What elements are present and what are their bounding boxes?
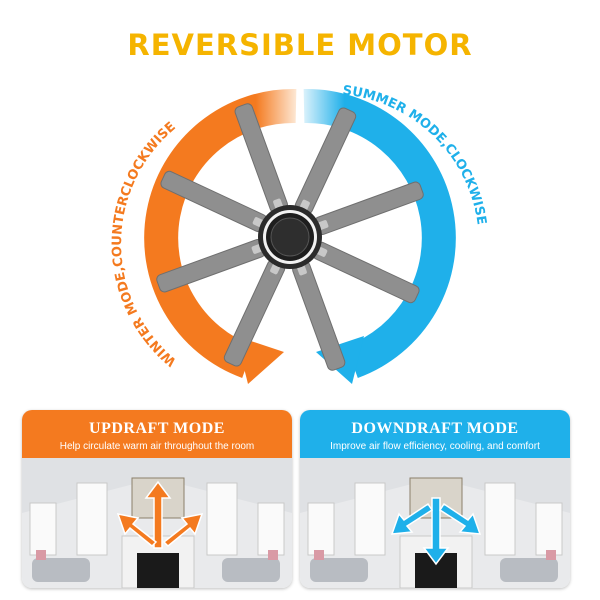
updraft-panel: UPDRAFT MODE Help circulate warm air thr… [22,410,292,588]
updraft-room-image [22,458,292,588]
downdraft-room-image [300,458,570,588]
updraft-arrows-icon [116,480,204,549]
downdraft-subtitle: Improve air flow efficiency, cooling, an… [330,441,540,452]
fan-diagram: WINTER MODE,COUNTERCLOCKWISE SUMMER MODE… [110,83,489,384]
fan-icon [156,103,424,371]
updraft-subtitle: Help circulate warm air throughout the r… [59,441,255,452]
downdraft-arrows-icon [390,497,482,566]
downdraft-title: DOWNDRAFT MODE [351,420,519,437]
downdraft-panel: DOWNDRAFT MODE Improve air flow efficien… [300,410,570,588]
updraft-title: UPDRAFT MODE [89,420,225,437]
downdraft-header: DOWNDRAFT MODE Improve air flow efficien… [300,410,570,458]
updraft-header: UPDRAFT MODE Help circulate warm air thr… [22,410,292,458]
page-title: REVERSIBLE MOTOR [127,28,473,62]
